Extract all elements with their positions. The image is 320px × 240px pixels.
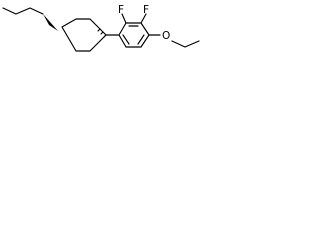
fluorine-label-2: F (143, 4, 149, 16)
ethyl-chain (171, 40, 200, 48)
aromatic-inner-bond-2 (137, 34, 145, 45)
bond-layer (2, 7, 200, 52)
molecule-drawing: F F O (2, 4, 200, 52)
fluorine-label-1: F (118, 4, 124, 16)
butyl-chain (2, 7, 44, 15)
fluorine-bond-2 (140, 13, 147, 24)
cyclohexane-ring (61, 18, 107, 52)
aromatic-inner-bond-3 (122, 34, 130, 45)
fluorine-bond-1 (121, 13, 127, 24)
cyclohexane-stereo-wedge (43, 14, 58, 31)
chemical-structure-canvas: F F O (0, 0, 209, 60)
oxygen-label: O (162, 30, 170, 42)
atom-label-layer: F F O (118, 4, 170, 42)
